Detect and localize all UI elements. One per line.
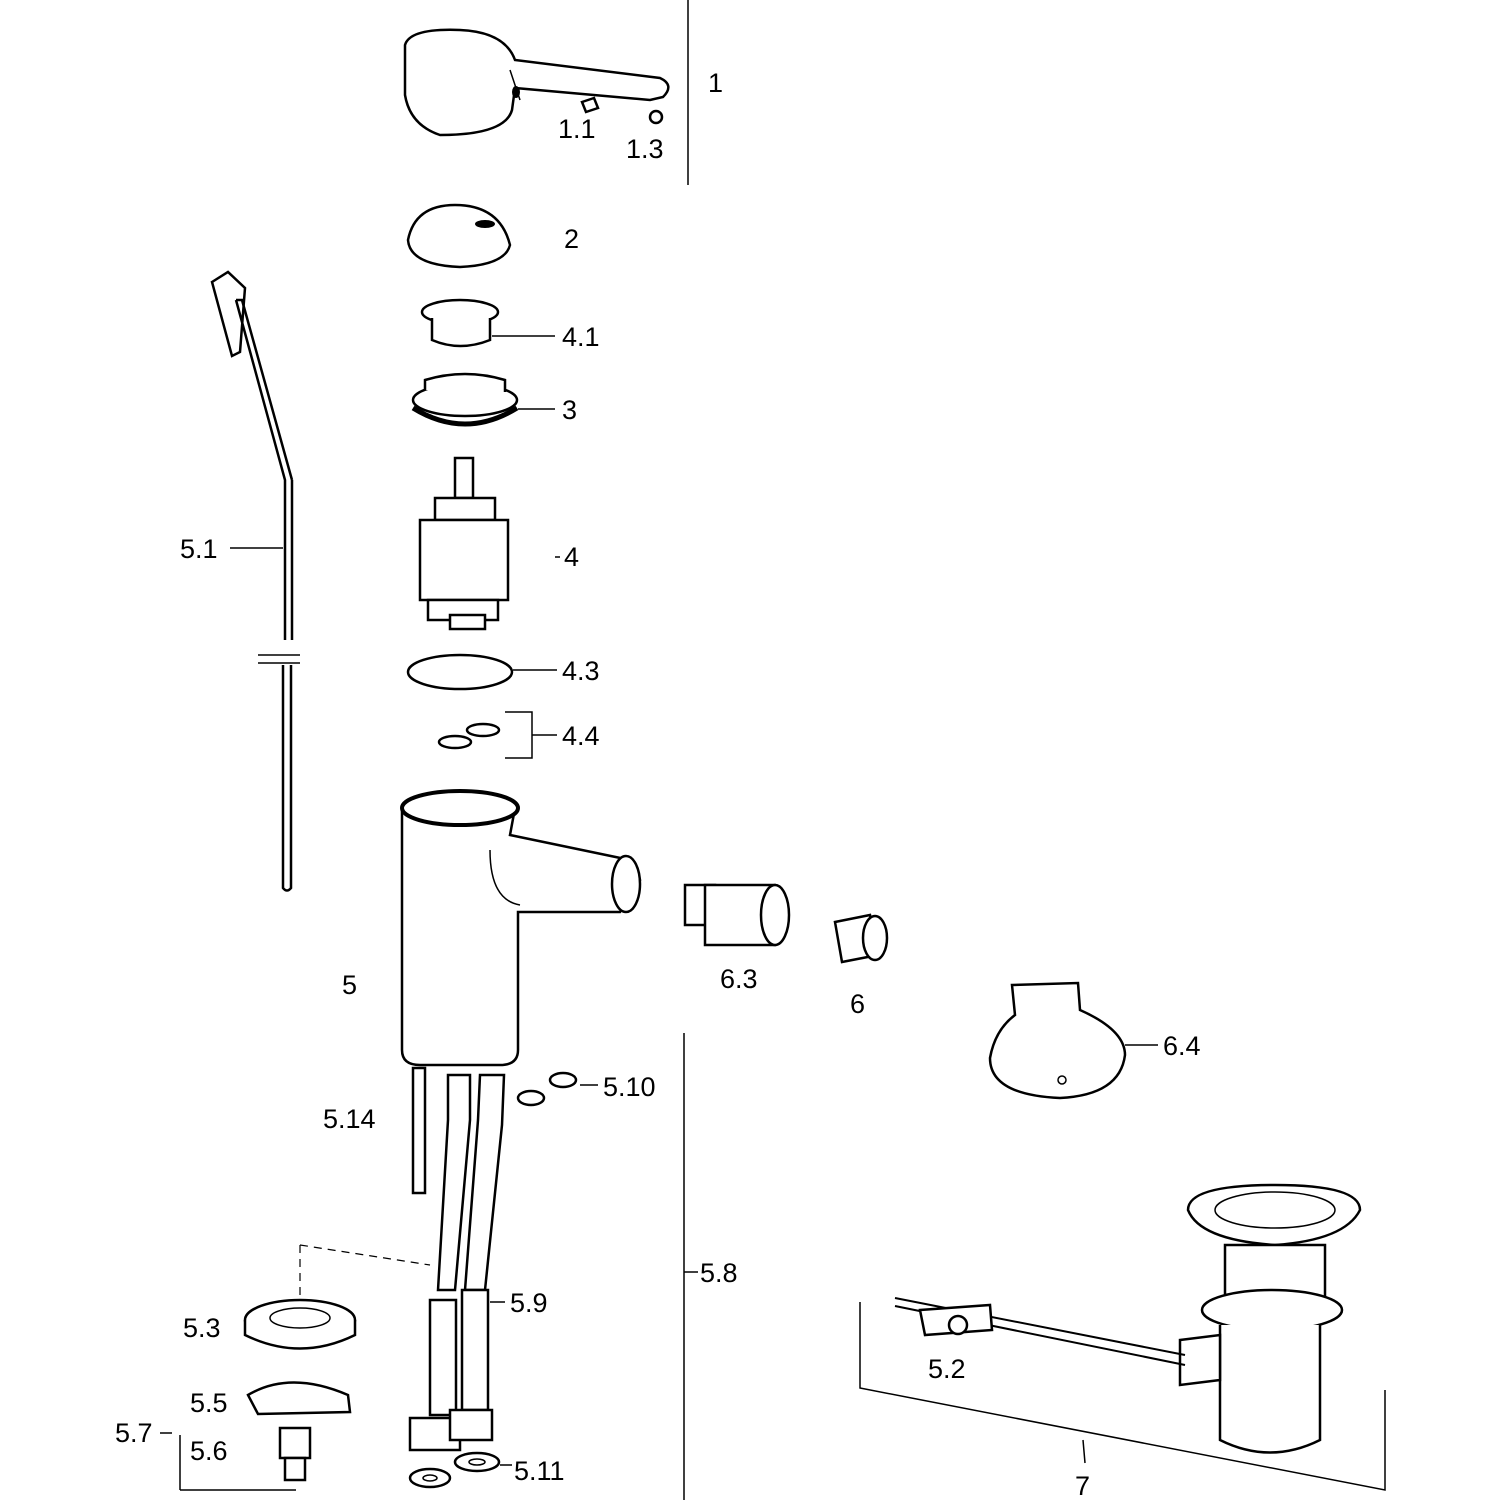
label-5-3: 5.3 [183,1313,221,1343]
label-5: 5 [342,970,357,1000]
part-5-8-hoses [408,1033,698,1500]
part-6-aerator [833,913,889,964]
label-4: 4 [564,542,579,572]
label-5-6: 5.6 [190,1436,228,1466]
part-5-10-seals [516,1071,598,1107]
label-4-1: 4.1 [562,322,600,352]
label-5-7: 5.7 [115,1418,153,1448]
label-1: 1 [708,68,723,98]
label-5-8: 5.8 [700,1258,738,1288]
part-4-1-adapter [420,298,555,348]
label-5-5: 5.5 [190,1388,228,1418]
label-5-14: 5.14 [323,1104,376,1134]
part-4-4-seals [437,711,557,759]
part-1-lever-handle [403,0,689,185]
label-4-3: 4.3 [562,656,600,686]
label-7: 7 [1075,1471,1090,1500]
part-4-cartridge [418,456,560,631]
label-4-4: 4.4 [562,721,600,751]
label-2: 2 [564,224,579,254]
label-5-2: 5.2 [928,1354,966,1384]
part-2-cover-cap [406,203,512,269]
label-6-4: 6.4 [1163,1031,1201,1061]
part-5-3-fixing-ring [243,1244,431,1350]
part-5-5-clamp [246,1381,352,1416]
part-3-nut [411,372,555,427]
label-5-9: 5.9 [510,1288,548,1318]
label-6: 6 [850,989,865,1019]
label-1-1: 1.1 [558,114,596,144]
label-5-11: 5.11 [514,1456,565,1486]
part-5-mixer-body [400,789,642,1067]
part-5-1-pop-up-rod [210,270,300,892]
label-5-1: 5.1 [180,534,218,564]
label-1-3: 1.3 [626,134,664,164]
part-5-6-nut [160,1426,312,1491]
label-5-10: 5.10 [603,1072,656,1102]
part-4-3-o-ring [406,653,557,691]
part-6-4-spout-cover [988,981,1158,1100]
part-6-3-flow-adapter [683,883,791,947]
label-6-3: 6.3 [720,964,758,994]
part-5-14-stud [411,1066,427,1195]
label-3: 3 [562,395,577,425]
part-5-11-washers [408,1451,512,1489]
part-7-pop-up-waste [859,1183,1386,1491]
